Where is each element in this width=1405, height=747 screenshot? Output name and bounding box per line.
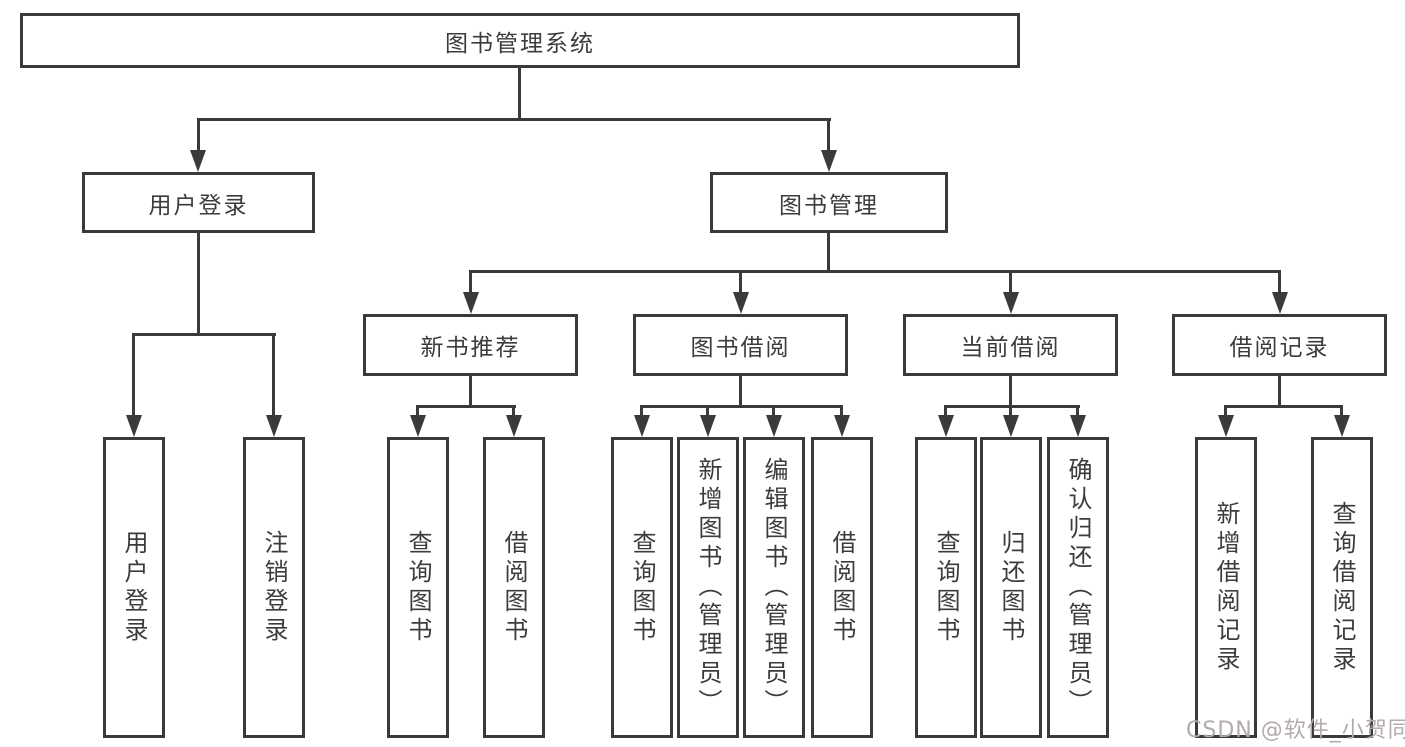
connector-new-book-recommend-hbar [416,405,516,408]
connector-drop [512,405,515,421]
arrow-down-icon [190,150,206,172]
node-borrow-records-label: 借阅记录 [1229,335,1330,361]
connector-borrow-records-hbar [1224,405,1343,408]
connector-user-login-stem [197,233,200,336]
leaf-user-login: 用户登录 [103,437,165,738]
node-book-borrow-label: 图书借阅 [690,335,791,361]
arrow-down-icon [938,415,954,437]
leaf-query-books-current: 查询图书 [915,437,977,738]
node-current-borrow: 当前借阅 [903,314,1118,376]
leaf-edit-books-admin-label: 编辑图书（管理员） [760,457,788,718]
leaf-return-books: 归还图书 [980,437,1042,738]
leaf-query-books-current-label: 查询图书 [932,529,960,646]
node-user-login: 用户登录 [82,172,315,233]
connector-drop-borrow-records [1278,270,1281,296]
node-root-label: 图书管理系统 [445,30,595,57]
connector-drop-leaf-logout [272,333,275,421]
leaf-logout: 注销登录 [243,437,305,738]
leaf-logout-label: 注销登录 [260,529,288,646]
connector-book-management-stem [827,233,830,273]
arrow-down-icon [463,292,479,314]
leaf-add-books-admin-label: 新增图书（管理员） [694,457,722,718]
connector-drop [944,405,947,421]
connector-root-stem [518,68,521,120]
leaf-add-borrow-record-label: 新增借阅记录 [1212,500,1240,675]
connector-drop [416,405,419,421]
node-book-management: 图书管理 [710,172,948,233]
connector-drop-user-login [197,118,200,156]
leaf-borrow-books-recommend-label: 借阅图书 [500,529,528,646]
leaf-query-borrow-record-label: 查询借阅记录 [1328,500,1356,675]
connector-book-borrow-stem [739,376,742,408]
arrow-down-icon [1003,415,1019,437]
connector-drop-new-book-recommend [469,270,472,296]
arrow-down-icon [821,150,837,172]
arrow-down-icon [733,292,749,314]
connector-borrow-records-stem [1278,376,1281,408]
arrow-down-icon [1334,415,1350,437]
node-user-login-label: 用户登录 [148,192,249,219]
connector-drop-current-borrow [1009,270,1012,296]
leaf-borrow-books-recommend: 借阅图书 [483,437,545,738]
arrow-down-icon [1003,292,1019,314]
connector-drop [706,405,709,421]
watermark: CSDN @软件_小贺同学 [1186,718,1405,743]
leaf-add-borrow-record: 新增借阅记录 [1195,437,1257,738]
leaf-query-borrow-record: 查询借阅记录 [1311,437,1373,738]
arrow-down-icon [1070,415,1086,437]
connector-current-borrow-stem [1009,376,1012,408]
connector-drop-book-borrow [739,270,742,296]
connector-drop [772,405,775,421]
connector-drop [840,405,843,421]
connector-drop-book-management [827,118,830,156]
arrow-down-icon [700,415,716,437]
arrow-down-icon [126,415,142,437]
connector-book-management-hbar [469,270,1281,273]
arrow-down-icon [506,415,522,437]
leaf-user-login-label: 用户登录 [120,529,148,646]
connector-drop [1340,405,1343,421]
node-book-borrow: 图书借阅 [633,314,848,376]
arrow-down-icon [410,415,426,437]
leaf-confirm-return-admin: 确认归还（管理员） [1047,437,1109,738]
leaf-query-books-borrow-label: 查询图书 [628,529,656,646]
connector-drop-leaf-user-login [132,333,135,421]
arrow-down-icon [634,415,650,437]
connector-drop [1076,405,1079,421]
connector-new-book-recommend-stem [469,376,472,408]
node-book-management-label: 图书管理 [779,192,879,219]
leaf-return-books-label: 归还图书 [997,529,1025,646]
leaf-query-books-recommend: 查询图书 [387,437,449,738]
arrow-down-icon [266,415,282,437]
leaf-edit-books-admin: 编辑图书（管理员） [743,437,805,738]
arrow-down-icon [1272,292,1288,314]
node-new-book-recommend-label: 新书推荐 [420,335,521,361]
leaf-borrow-books-label: 借阅图书 [828,529,856,646]
connector-drop [1009,405,1012,421]
connector-drop [640,405,643,421]
connector-book-borrow-hbar [640,405,843,408]
leaf-query-books-recommend-label: 查询图书 [404,529,432,646]
connector-current-borrow-hbar [944,405,1080,408]
arrow-down-icon [766,415,782,437]
arrow-down-icon [834,415,850,437]
node-new-book-recommend: 新书推荐 [363,314,578,376]
node-current-borrow-label: 当前借阅 [960,335,1061,361]
leaf-confirm-return-admin-label: 确认归还（管理员） [1064,457,1092,718]
arrow-down-icon [1218,415,1234,437]
node-root: 图书管理系统 [20,13,1020,68]
node-borrow-records: 借阅记录 [1172,314,1387,376]
connector-drop [1224,405,1227,421]
connector-user-login-hbar [132,333,276,336]
leaf-borrow-books: 借阅图书 [811,437,873,738]
connector-root-hbar [197,118,831,121]
leaf-add-books-admin: 新增图书（管理员） [677,437,739,738]
leaf-query-books-borrow: 查询图书 [611,437,673,738]
